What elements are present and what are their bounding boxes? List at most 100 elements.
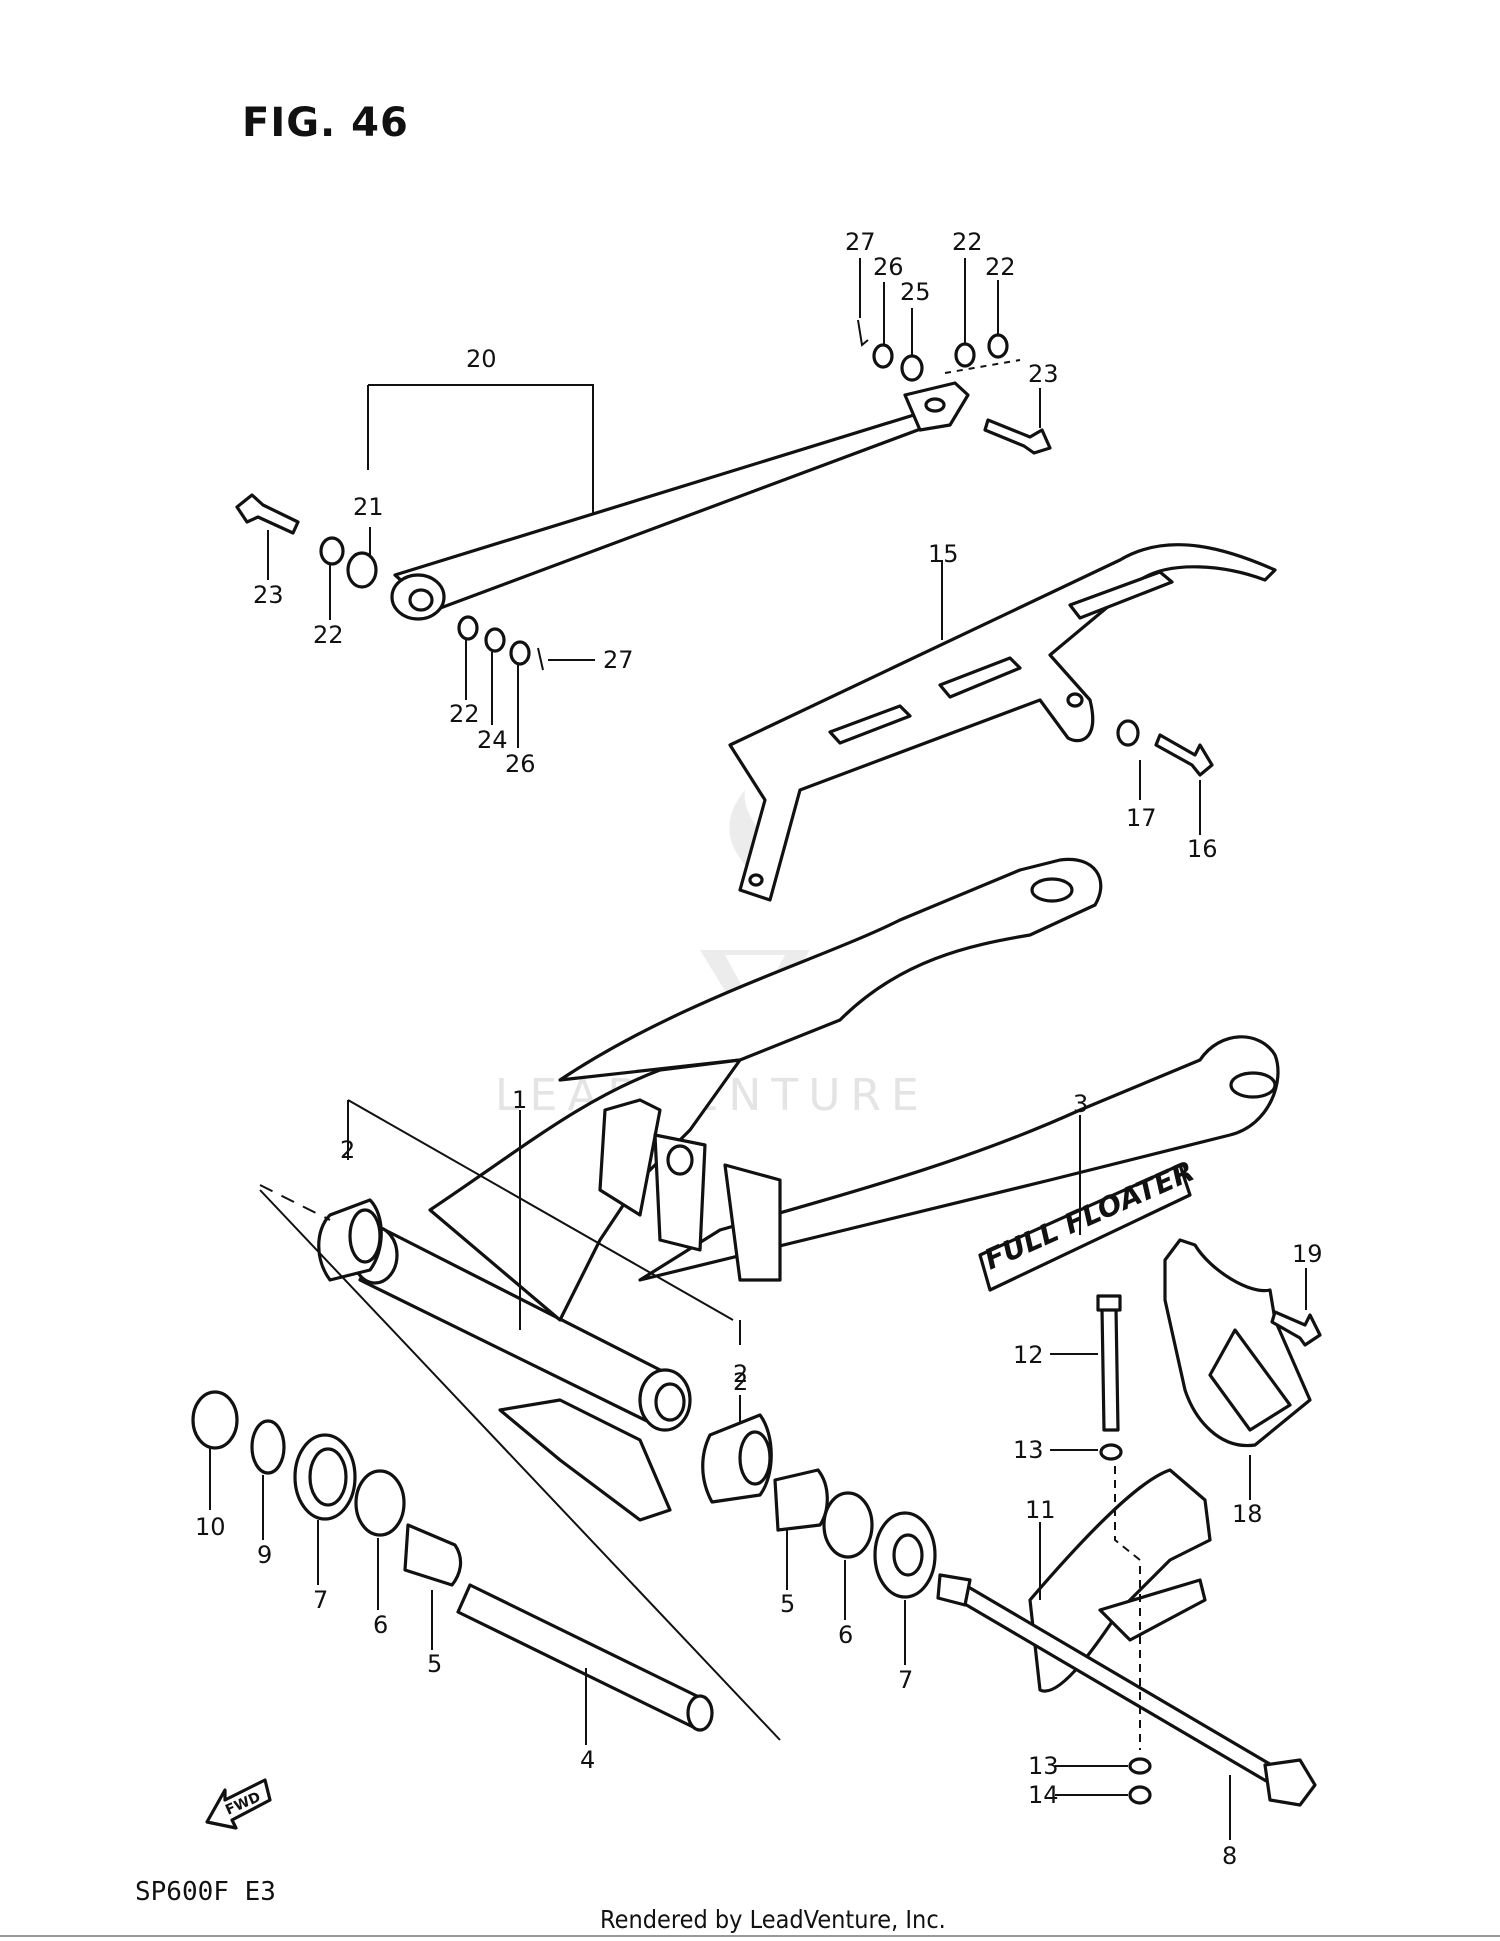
bolt-12-head <box>1096 1294 1122 1312</box>
cotter-pin-27-mid <box>537 647 544 671</box>
callout-18: 18 <box>1232 1500 1263 1528</box>
callout-22-rear-b: 22 <box>985 253 1016 281</box>
bolt-23-front <box>235 493 300 535</box>
linkage-bracket-hole <box>666 1144 694 1176</box>
leader-20 <box>367 384 594 520</box>
dust-seal-7-left-inner <box>308 1447 348 1507</box>
callout-22-front: 22 <box>313 621 344 649</box>
pivot-shaft-4 <box>456 1583 707 1729</box>
forward-direction-arrow: FWD <box>205 1778 272 1830</box>
cotter-pin-27-rear <box>857 319 869 347</box>
chain-case-slot-2 <box>938 656 1022 699</box>
callout-2-right: 2 <box>733 1368 748 1396</box>
chain-guide-assembly <box>1163 1238 1322 1500</box>
washer-22-mid <box>457 615 479 641</box>
nut-26-rear <box>872 343 894 369</box>
chain-case-slot-1 <box>1068 570 1174 620</box>
model-code: SP600F E3 <box>135 1877 276 1907</box>
callout-15: 15 <box>928 540 959 568</box>
footer-divider <box>0 1935 1500 1937</box>
chain-case <box>728 543 1277 902</box>
bearing-2-right-bore <box>738 1430 772 1486</box>
callout-26-rear: 26 <box>873 253 904 281</box>
callout-1: 1 <box>512 1086 527 1114</box>
pivot-hardware-left <box>191 1184 781 1745</box>
axle-8-head <box>1263 1758 1317 1807</box>
callout-23-rear: 23 <box>1028 360 1059 388</box>
washer-24 <box>484 627 506 653</box>
footer-credit: Rendered by LeadVenture, Inc. <box>600 1905 946 1934</box>
pivot-shaft-4-end <box>686 1694 714 1732</box>
callout-2-mid: 2 <box>733 1360 748 1388</box>
figure-title: FIG. 46 <box>242 100 409 146</box>
callout-13-bottom: 13 <box>1028 1752 1059 1780</box>
pivot-tube-right-bore <box>654 1382 686 1422</box>
torque-link-arm <box>393 408 952 612</box>
callout-labels: 27 26 25 22 22 23 20 21 23 22 22 24 26 2… <box>195 228 1323 1870</box>
chain-case-slot-3 <box>828 704 912 745</box>
guide-rear <box>944 359 1021 374</box>
washer-25 <box>900 354 924 382</box>
callout-14: 14 <box>1028 1781 1059 1809</box>
linkage-bracket-right <box>723 1163 782 1282</box>
pivot-axis-line-2 <box>259 1189 781 1741</box>
bearing-2-left-bore <box>348 1208 382 1264</box>
torque-link-rear-hole <box>924 397 946 413</box>
callout-4: 4 <box>580 1746 595 1774</box>
washer-6-right <box>822 1491 874 1559</box>
callout-10: 10 <box>195 1513 226 1541</box>
callout-8: 8 <box>1222 1842 1237 1870</box>
bolt-23-rear <box>983 418 1052 455</box>
callout-22-mid: 22 <box>449 700 480 728</box>
spacer-5-right <box>773 1468 829 1532</box>
nut-10 <box>191 1390 239 1450</box>
chain-guide-18-rib <box>1208 1328 1292 1432</box>
callout-25: 25 <box>900 278 931 306</box>
callout-19: 19 <box>1292 1240 1323 1268</box>
chain-adjuster-11 <box>1028 1468 1212 1693</box>
callout-3: 3 <box>1073 1090 1088 1118</box>
chain-case-assembly <box>728 543 1277 902</box>
callout-6-right: 6 <box>838 1621 853 1649</box>
callout-11: 11 <box>1025 1496 1056 1524</box>
full-floater-decal <box>978 1163 1192 1292</box>
bushing-21 <box>346 551 378 589</box>
callout-5-right: 5 <box>780 1590 795 1618</box>
washer-13-top <box>1099 1443 1123 1461</box>
fwd-arrow-icon <box>205 1778 272 1830</box>
chain-case-mount-hole <box>1066 692 1084 708</box>
torque-link-front-hole <box>408 588 434 612</box>
washer-9 <box>250 1419 286 1475</box>
callout-24: 24 <box>477 726 508 754</box>
bolt-12 <box>1100 1306 1120 1432</box>
pivot-axis-line <box>259 1184 331 1221</box>
adjuster-guide-line <box>1114 1466 1141 1750</box>
bolt-19 <box>1270 1310 1322 1347</box>
swingarm-upper-slot <box>1030 877 1074 903</box>
torque-link-assembly <box>235 258 1052 748</box>
callout-21: 21 <box>353 493 384 521</box>
callout-5-left: 5 <box>427 1650 442 1678</box>
callout-2-left: 2 <box>340 1136 355 1164</box>
washer-6-left <box>354 1469 406 1537</box>
callout-27-rear: 27 <box>845 228 876 256</box>
dust-seal-7-right-inner <box>892 1533 924 1577</box>
nut-14 <box>1128 1785 1152 1805</box>
spacer-5-left <box>403 1523 463 1587</box>
washer-17 <box>1116 719 1140 747</box>
callout-16: 16 <box>1187 835 1218 863</box>
nut-26-mid <box>509 640 531 666</box>
callout-26-mid: 26 <box>505 750 536 778</box>
linkage-bracket-left <box>598 1098 662 1217</box>
callout-9: 9 <box>257 1541 272 1569</box>
swingarm-left-leg <box>428 1058 742 1322</box>
swingarm-assembly: FULL FLOATER <box>347 857 1280 1522</box>
chain-case-lower-hole <box>748 873 764 887</box>
chain-adjuster-block <box>1098 1578 1207 1642</box>
callout-22-rear-a: 22 <box>952 228 983 256</box>
callout-7-right: 7 <box>898 1666 913 1694</box>
callout-23-front: 23 <box>253 581 284 609</box>
chain-adjuster-assembly <box>936 1294 1317 1840</box>
